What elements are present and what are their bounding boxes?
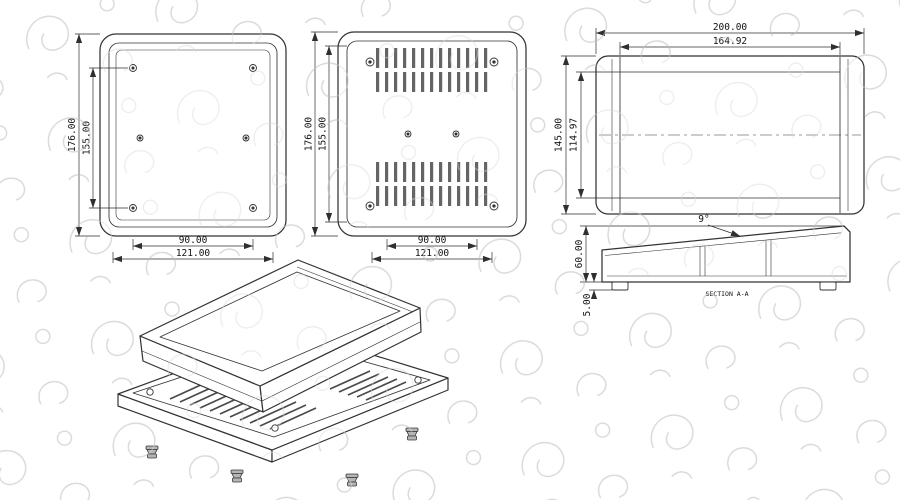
watermark-overlay xyxy=(0,0,900,500)
enclosure-drawing: 176.00 155.00 90.00 121.00 xyxy=(0,0,900,500)
engineering-drawing-canvas: 176.00 155.00 90.00 121.00 xyxy=(0,0,900,500)
